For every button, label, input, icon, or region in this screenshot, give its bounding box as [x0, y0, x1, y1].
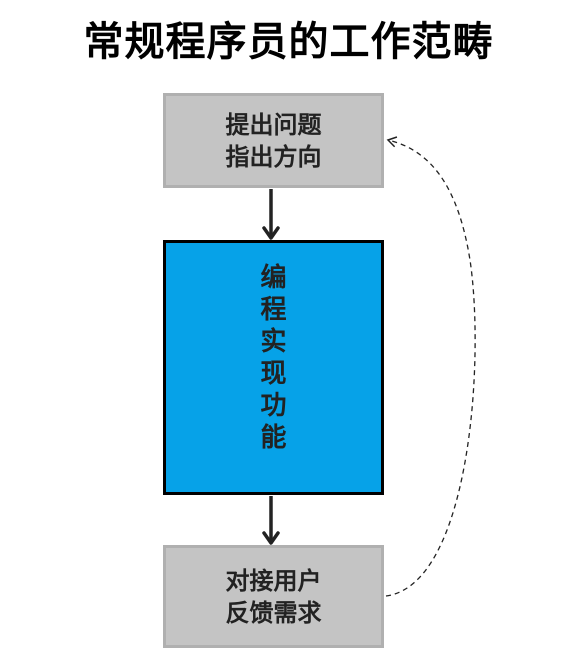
- node-raise-question-line-1: 提出问题: [225, 109, 322, 139]
- node-programming-char-1: 编: [260, 262, 287, 293]
- arrow-main-to-bottom: [262, 496, 280, 545]
- diagram-title: 常规程序员的工作范畴: [83, 18, 494, 65]
- node-programming-char-2: 程: [260, 294, 287, 325]
- node-raise-question-line-2: 指出方向: [225, 141, 322, 171]
- feedback-loop-dashed-arrow: [385, 136, 476, 597]
- node-programming-char-3: 实: [260, 326, 287, 357]
- node-programming-char-5: 功: [260, 390, 287, 421]
- arrow-top-to-main: [262, 189, 280, 240]
- node-user-feedback: 对接用户 反馈需求: [163, 545, 384, 648]
- node-programming-char-6: 能: [260, 422, 287, 453]
- node-programming: 编 程 实 现 功 能: [163, 240, 384, 495]
- node-programming-char-4: 现: [260, 358, 287, 389]
- node-user-feedback-line-1: 对接用户: [225, 565, 322, 595]
- node-raise-question: 提出问题 指出方向: [163, 93, 384, 188]
- node-user-feedback-line-2: 反馈需求: [225, 597, 322, 627]
